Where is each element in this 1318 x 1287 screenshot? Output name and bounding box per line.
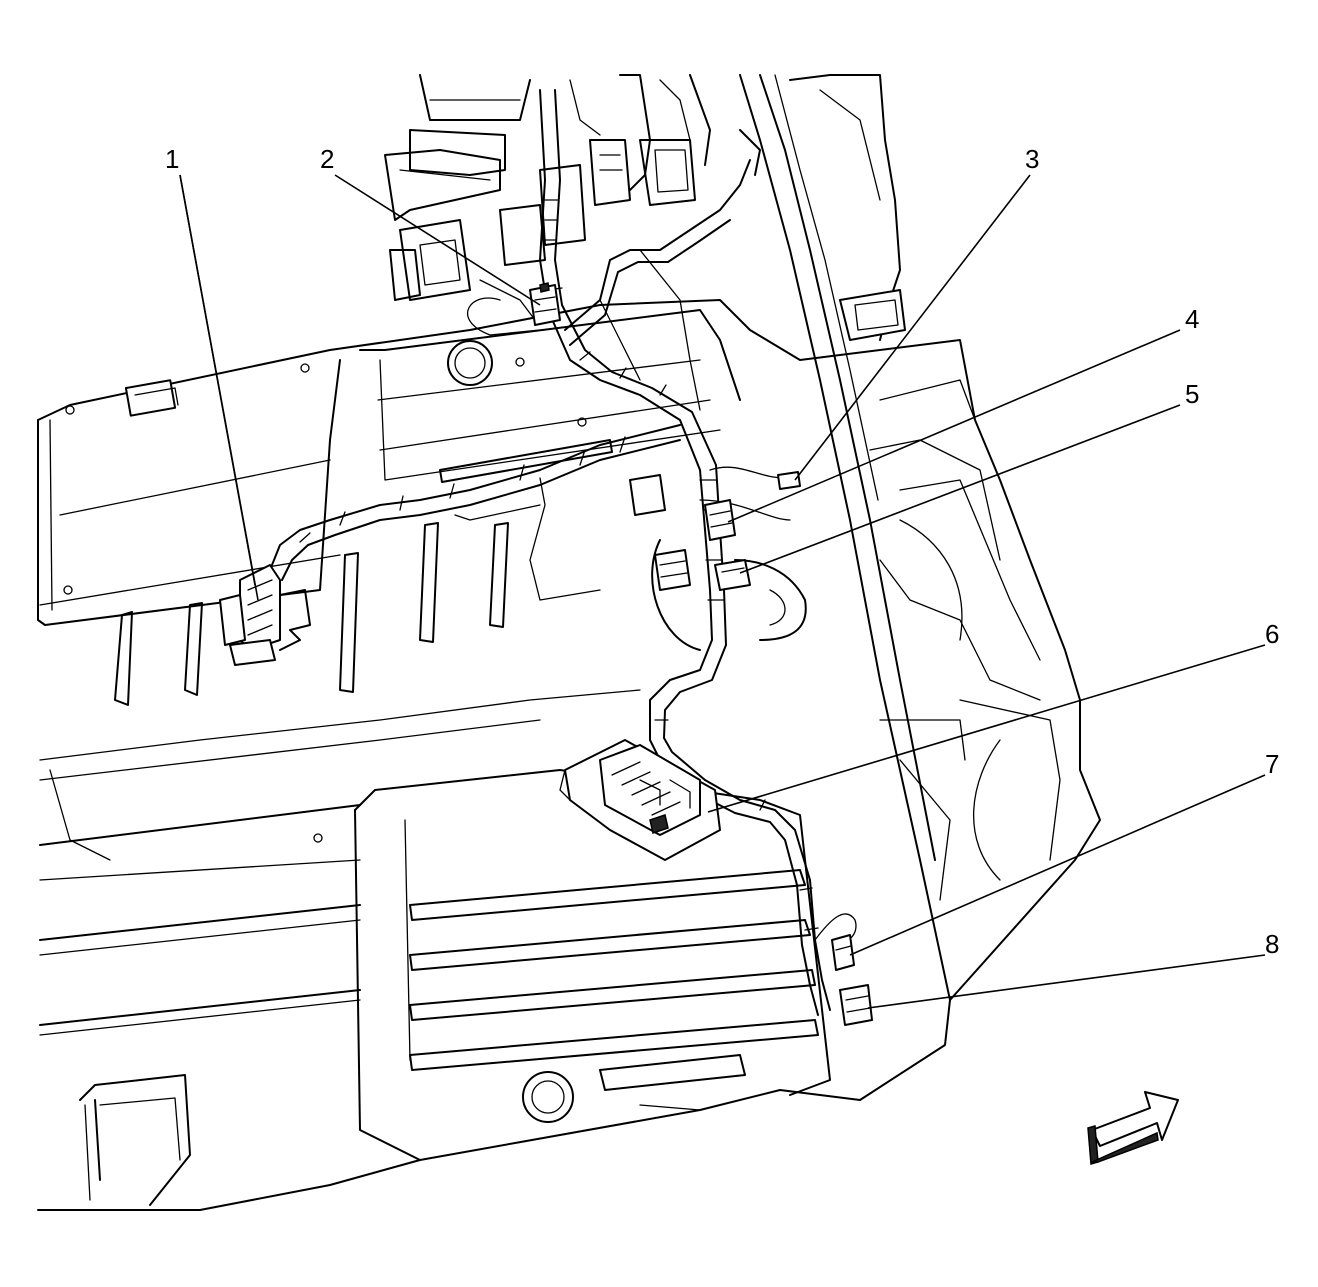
leader-3 [794,174,1031,481]
floor-pan [37,299,1101,1211]
connector-5[interactable] [629,474,751,591]
leader-lines [179,174,1266,1009]
connector-7[interactable] [831,934,855,971]
leader-5 [739,404,1181,574]
callout-3: 3 [1025,144,1039,174]
leader-8 [867,954,1266,1009]
leader-4 [727,329,1181,523]
callout-labels: 1 2 3 4 5 6 7 8 [165,144,1279,959]
callout-1: 1 [165,144,179,174]
callout-4: 4 [1185,304,1199,334]
callout-5: 5 [1185,379,1199,409]
side-sill [739,74,1061,1001]
forward-arrow-icon [1087,1091,1179,1165]
callout-2: 2 [320,144,334,174]
leader-2 [334,174,541,306]
callout-6: 6 [1265,619,1279,649]
dash-assembly [384,74,761,301]
connector-8[interactable] [839,984,873,1026]
leader-7 [849,774,1266,956]
fuse-block-6[interactable] [559,739,721,861]
connector-1[interactable] [219,564,311,666]
callout-7: 7 [1265,749,1279,779]
connector-2[interactable] [529,282,561,326]
leader-6 [707,644,1266,813]
connector-4[interactable] [704,499,736,541]
leader-1b [179,174,259,601]
callout-8: 8 [1265,929,1279,959]
connector-3[interactable] [777,471,801,490]
